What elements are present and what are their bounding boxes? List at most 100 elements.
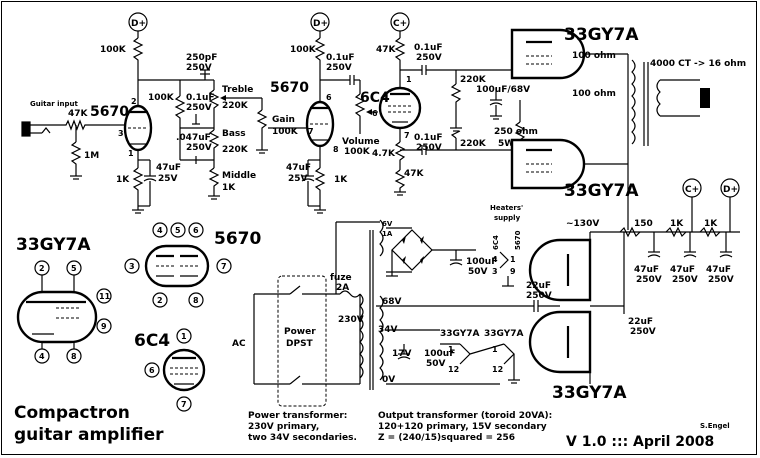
supply-label: supply <box>494 214 521 222</box>
dplus-label-3: D+ <box>723 185 738 195</box>
fuse <box>339 290 361 298</box>
pin-6c4-7-label: 7 <box>181 400 187 409</box>
c-01uf-coupling-3-label: 0.1uF <box>414 133 443 143</box>
dplus-label-2: D+ <box>313 19 328 29</box>
v68-label: 68V <box>382 297 402 307</box>
pin-5670-4 <box>152 222 168 238</box>
pin-6: 6 <box>326 93 332 102</box>
treble-220k-label: 220K <box>222 101 249 111</box>
r-4k7-label: 4.7K <box>372 149 396 159</box>
heater-pin-3: 3 <box>492 267 498 276</box>
a1-label: 1A <box>382 230 393 238</box>
pin-1-6c4: 1 <box>406 75 412 84</box>
c-01uf-coupling-2-label: 0.1uF <box>414 43 443 53</box>
power-note-title: Power transformer: <box>248 411 347 421</box>
power-label: Power <box>284 327 316 337</box>
c-47uf-ps-2: 47uF <box>670 265 695 275</box>
c-22uf-2-voltage: 250V <box>630 327 656 337</box>
pin-5670-3 <box>124 258 140 274</box>
c-100uf-heater-v: 50V <box>468 267 488 277</box>
c-22uf-1-voltage: 250V <box>526 291 552 301</box>
c-47uf-ps-3: 47uF <box>706 265 731 275</box>
heater-33gy7a-2-label: 33GY7A <box>484 329 523 339</box>
middle-1k-label: 1K <box>222 183 236 193</box>
r-1k-supply-1-label: 1K <box>670 219 684 229</box>
pot-gain <box>256 109 268 150</box>
r-220k-lower-label: 220K <box>460 139 487 149</box>
c-47uf-ps-2-v: 250V <box>672 275 698 285</box>
c-47uf-2-voltage: 25V <box>288 174 308 184</box>
pot-treble <box>208 89 220 112</box>
pin-5670-5 <box>170 222 186 238</box>
dpst-label: DPST <box>286 339 314 349</box>
r-250ohm-watt: 5W <box>498 139 514 149</box>
pin-3: 3 <box>118 129 124 138</box>
pinout-5670 <box>144 244 210 288</box>
resistor-100k-tone <box>174 95 186 128</box>
r-1k-supply-2-label: 1K <box>704 219 718 229</box>
h-33-pin-12a: 12 <box>448 365 459 374</box>
bass-label: Bass <box>222 129 246 139</box>
treble-label: Treble <box>222 85 253 95</box>
resistor-220k-upper <box>450 83 462 112</box>
r-220k-upper-label: 220K <box>460 75 487 85</box>
pin-5670-2-label: 2 <box>157 296 163 305</box>
pin-5670-5-label: 5 <box>175 226 181 235</box>
dplus-label-1: D+ <box>131 19 146 29</box>
resistor-1k-cathode-2 <box>314 167 326 206</box>
v230-label: 230V <box>338 315 364 325</box>
pin-8: 8 <box>333 145 339 154</box>
pot-volume <box>354 93 366 134</box>
middle-label: Middle <box>222 171 256 181</box>
pin-33-2-label: 2 <box>39 264 45 273</box>
pin-6c4-6 <box>144 362 160 378</box>
ohm100-label-2: 100 ohm <box>572 89 616 99</box>
c-100uf-heater-label: 100uF <box>466 257 497 267</box>
pin-7: 7 <box>308 127 314 136</box>
pot-middle <box>208 167 220 196</box>
gain-label: Gain <box>272 115 295 125</box>
fuse-label: fuze <box>330 273 352 283</box>
c-250pf-voltage: 250V <box>186 63 212 73</box>
heater-pin-9: 9 <box>510 267 516 276</box>
pin-5670-8 <box>188 292 204 308</box>
cplus-label-2: C+ <box>685 185 699 195</box>
gain-100k-label: 100K <box>272 127 299 137</box>
output-note-title: Output transformer (toroid 20VA): <box>378 411 552 421</box>
ohm100-label-1: 100 ohm <box>572 51 616 61</box>
guitar-input-label-1: Guitar input <box>30 100 78 108</box>
heater-33gy7a-1-label: 33GY7A <box>440 329 479 339</box>
pin-6c4-7 <box>176 396 192 412</box>
h-33-pin-12b: 12 <box>492 365 503 374</box>
pinout-33gy7a-title: 33GY7A <box>16 235 91 255</box>
pin-33-4-label: 4 <box>39 352 45 361</box>
v130-label: ~130V <box>566 219 599 229</box>
pin-1: 1 <box>128 149 134 158</box>
cplus-label-1: C+ <box>393 19 407 29</box>
c-100uf-17v-v: 50V <box>426 359 446 369</box>
resistor-47k-cathode-6c4 <box>394 141 406 164</box>
c-100uf-68v-label: 100uF/68V <box>476 85 530 95</box>
pinout-6c4-title: 6C4 <box>134 331 170 351</box>
pin-6c4-1 <box>176 328 192 344</box>
bass-220k-label: 220K <box>222 145 249 155</box>
pin-33-9-label: 9 <box>101 322 107 331</box>
pin-5670-7 <box>216 258 232 274</box>
pin-5670-7-label: 7 <box>221 262 227 271</box>
r-100k-plate-1-label: 100K <box>100 45 127 55</box>
c-47uf-1-voltage: 25V <box>158 174 178 184</box>
r-100k-plate-2-label: 100K <box>290 45 317 55</box>
r-150-label: 150 <box>634 219 653 229</box>
v6-label: 6V <box>382 220 393 228</box>
tube-5670-v1b <box>305 100 335 148</box>
h-33-pin-1a: 1 <box>448 345 454 354</box>
r-47k-label: 47K <box>68 109 89 119</box>
fuse-2a-label: 2A <box>336 283 349 293</box>
output-transformer <box>631 59 710 146</box>
c-01uf-tone-label: 0.1uF <box>186 93 215 103</box>
bridge-rectifier <box>391 229 433 271</box>
input-jack <box>21 121 60 137</box>
r-47k-plate-6c4-label: 47K <box>376 45 397 55</box>
pot-bass <box>208 129 220 154</box>
